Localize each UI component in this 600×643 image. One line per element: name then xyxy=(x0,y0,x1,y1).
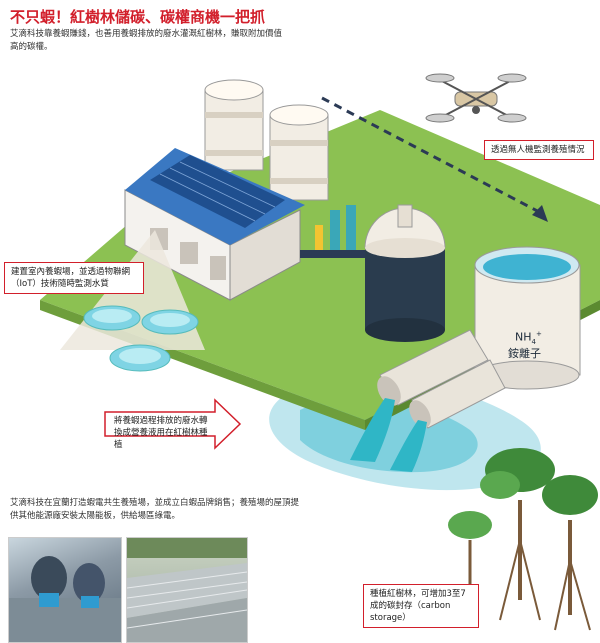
mangrove-tree-left xyxy=(480,448,555,621)
mangrove-callout: 種植紅樹林，可增加3至7成的碳封存（carbon storage） xyxy=(363,584,479,628)
ammonium-formula: NH4+ xyxy=(515,330,542,346)
mangrove-tree-right xyxy=(542,475,598,631)
bottom-paragraph: 艾滴科技在宜蘭打造蝦電共生養殖場，並成立白蝦品牌銷售；養殖場的屋頂提供其他能源廠… xyxy=(10,498,300,521)
intro-paragraph: 艾滴科技靠養蝦賺錢，也善用養蝦排放的廢水灌溉紅樹林，賺取附加價值高的碳權。 xyxy=(10,29,283,52)
water-tank xyxy=(474,246,581,390)
red-arrow xyxy=(104,398,242,450)
silo-left xyxy=(204,79,264,171)
photo-shrimp-sorting xyxy=(8,537,122,643)
wastewater-callout: 將養蝦過程排放的廢水轉換成營養液用在紅樹林種植 xyxy=(114,416,208,450)
indoor-farm-callout: 建置室內養蝦場，並透過物聯網（IoT）技術隨時監測水質 xyxy=(4,262,144,294)
ammonium-label: 銨離子 xyxy=(508,347,541,360)
silo-right xyxy=(269,104,329,201)
shrimp-tank-3 xyxy=(109,344,171,372)
drone-callout: 透過無人機監測養殖情況 xyxy=(484,140,594,160)
shrimp-tank-1 xyxy=(83,305,141,331)
photo-farm-aerial xyxy=(126,537,248,643)
filter-tanks xyxy=(300,205,370,258)
drone-icon xyxy=(425,73,527,123)
shrimp-tank-2 xyxy=(141,309,199,335)
shrimp-farm-building xyxy=(124,148,305,301)
outflow-pipes xyxy=(350,329,506,472)
digester-tank xyxy=(364,204,446,342)
page-title: 不只蝦！紅樹林儲碳、碳權商機一把抓 xyxy=(10,8,266,26)
